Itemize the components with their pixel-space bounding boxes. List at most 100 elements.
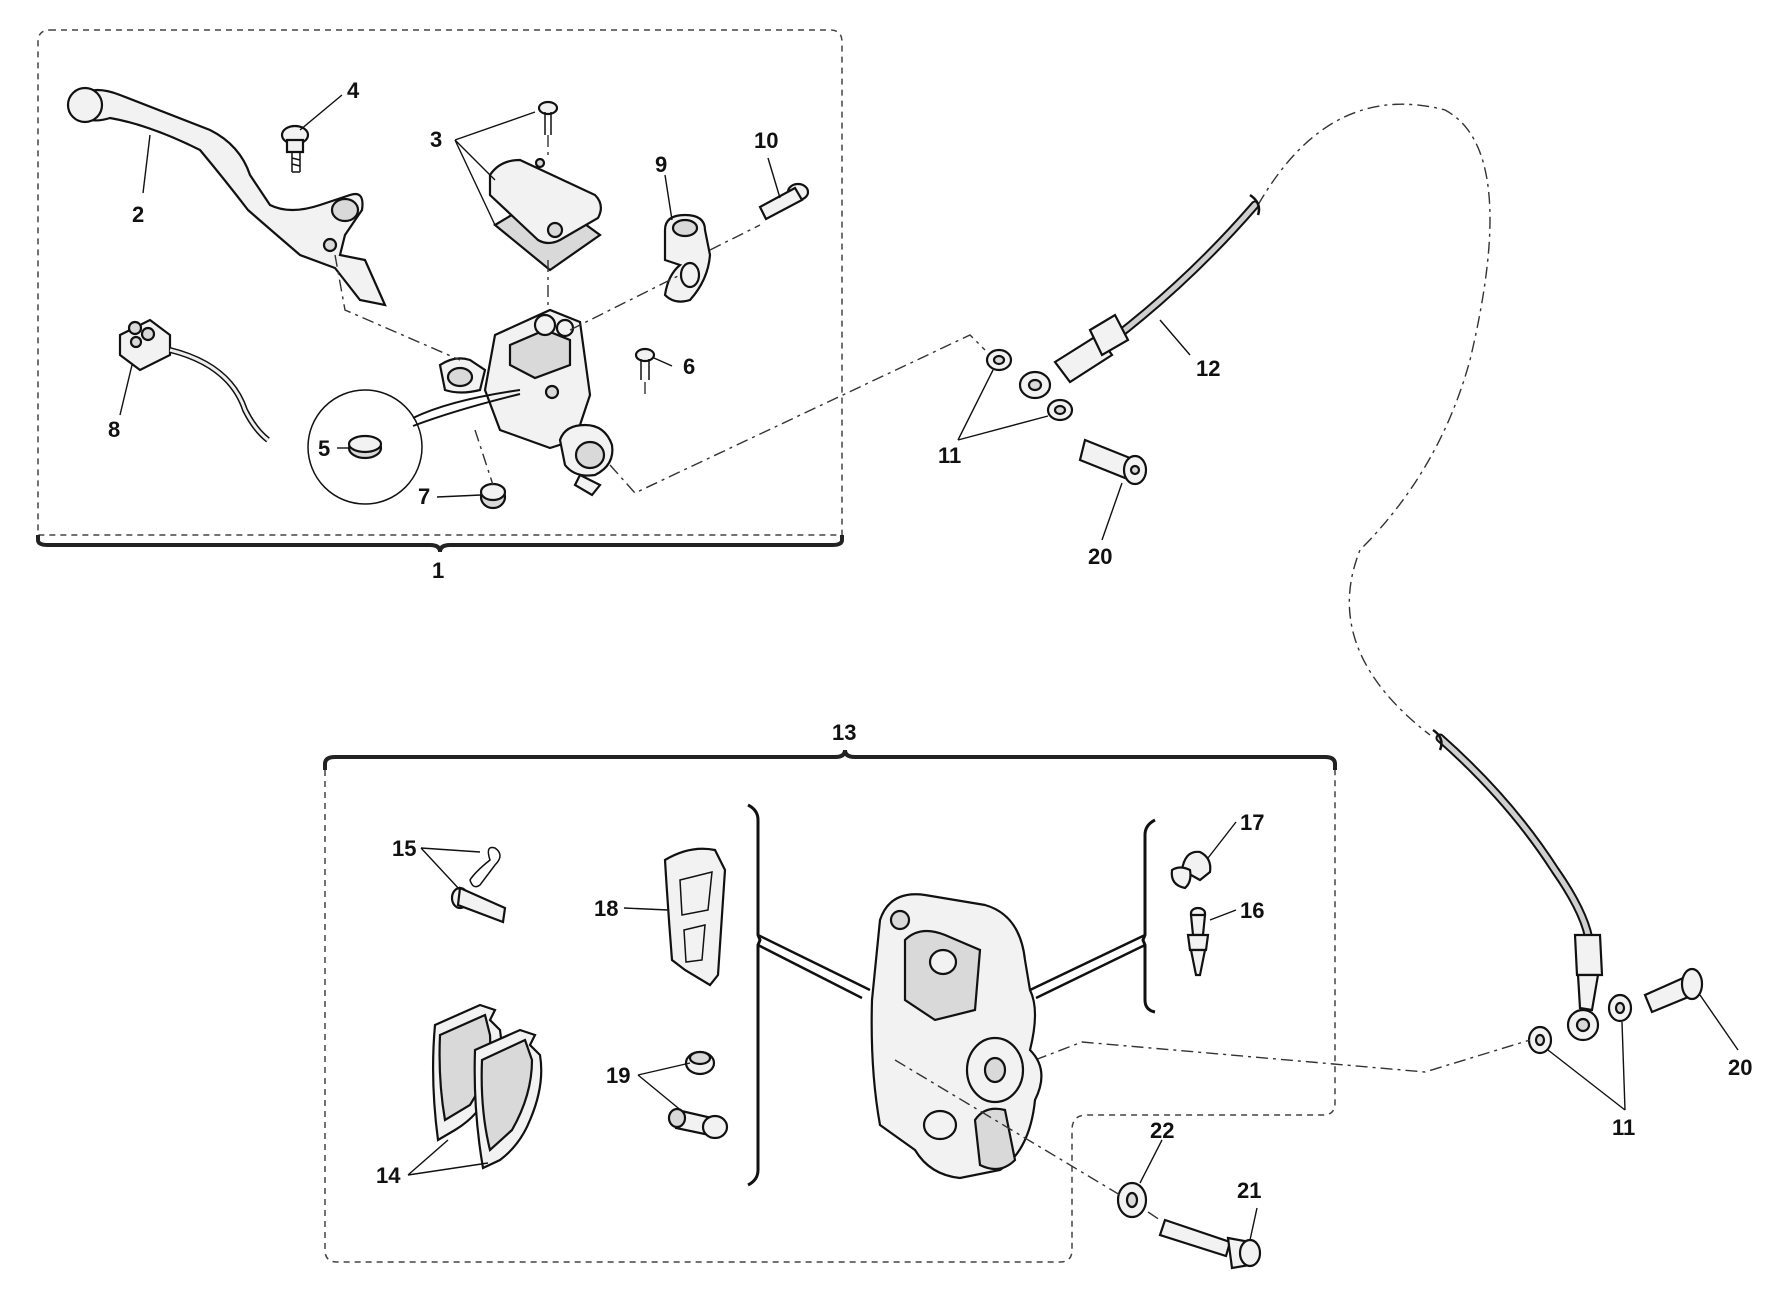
callout-17: 17: [1240, 810, 1264, 835]
leader-11-lower: [1547, 1021, 1626, 1111]
leader-19: [637, 1062, 691, 1113]
leader-7: [436, 494, 482, 498]
hose-break-upper: [1249, 193, 1261, 216]
callout-10: 10: [754, 128, 778, 153]
brake-switch: [118, 318, 270, 443]
callout-14: 14: [376, 1163, 401, 1188]
pads-bracket: [747, 803, 762, 1187]
assembly-line-clamp: [569, 224, 761, 331]
callout-6: 6: [683, 354, 695, 379]
leader-11-upper: [957, 369, 1049, 441]
brake-hose-upper: [1107, 200, 1260, 345]
brake-pad-rear: [431, 1003, 503, 1142]
brake-hose-upper-inner: [1109, 202, 1258, 343]
brake-caliper: [870, 893, 1043, 1180]
clamp-bolt: [758, 182, 810, 221]
leader-8: [119, 364, 133, 416]
washer-upper-a: [985, 348, 1013, 372]
callout-8: 8: [108, 417, 120, 442]
leader-18: [623, 907, 669, 911]
group-13-outline: [324, 770, 1336, 1263]
seal-ring: [347, 434, 383, 460]
callout-15: 15: [392, 836, 416, 861]
leader-12: [1159, 319, 1191, 356]
callout-19: 19: [606, 1063, 630, 1088]
callout-16: 16: [1240, 898, 1264, 923]
bleeder-arrow: [1029, 933, 1146, 1000]
callout-2: 2: [132, 202, 144, 227]
leader-20-upper: [1101, 482, 1123, 541]
brake-hose-lower-inner: [1437, 735, 1593, 1013]
callout-20a: 20: [1088, 544, 1112, 569]
leader-9: [664, 174, 673, 221]
callout-4: 4: [347, 78, 360, 103]
leader-17: [1207, 821, 1237, 859]
caliper-washer: [1116, 1181, 1148, 1219]
bleed-valve: [1186, 906, 1210, 977]
leader-16: [1209, 909, 1237, 921]
assembly-line-caliper-bolt: [894, 1059, 1161, 1221]
banjo-upper: [1018, 313, 1130, 400]
washer-lower-a: [1527, 1025, 1553, 1055]
hose-break-lower: [1432, 728, 1443, 751]
pad-spring: [663, 847, 727, 987]
group-13-bracket: [323, 749, 1337, 770]
assembly-line-hose-lower: [1034, 1039, 1531, 1073]
leader-10: [767, 157, 781, 199]
group-1-bracket: [36, 535, 844, 553]
reservoir-cap: [488, 157, 602, 272]
pivot-bolt: [280, 124, 310, 173]
caliper-bushing-b: [667, 1107, 729, 1140]
assembly-line-boot: [474, 429, 494, 486]
group-1-outline: [37, 29, 843, 536]
pad-pin: [450, 846, 507, 924]
callout-9: 9: [655, 152, 667, 177]
leader-4: [299, 94, 343, 131]
callout-18: 18: [594, 896, 618, 921]
switch-screw: [634, 347, 656, 380]
seal-detail-circle: [307, 389, 423, 505]
callout-21: 21: [1237, 1178, 1261, 1203]
callout-20b: 20: [1728, 1055, 1752, 1080]
hose-route-dashed: [1257, 103, 1491, 736]
cap-screw: [537, 100, 559, 135]
brake-pad-front: [473, 1028, 543, 1170]
washer-lower-b: [1607, 993, 1633, 1023]
seal-detail-arrow: [412, 389, 521, 427]
washer-upper-b: [1046, 398, 1074, 422]
banjo-bolt-lower: [1643, 967, 1704, 1014]
callout-3: 3: [430, 127, 442, 152]
leader-14: [407, 1139, 489, 1176]
callout-1: 1: [432, 558, 444, 583]
assembly-line-hose-upper: [609, 334, 986, 494]
leader-6: [653, 357, 673, 367]
callout-13: 13: [832, 720, 856, 745]
callout-5: 5: [318, 436, 330, 461]
leader-21: [1249, 1207, 1258, 1241]
lever-boot: [479, 482, 507, 510]
caliper-mounting-bolt: [1158, 1218, 1262, 1270]
assembly-line-lever: [334, 254, 461, 361]
master-cylinder-body: [438, 308, 614, 497]
leader-3: [454, 111, 536, 226]
banjo-lower: [1566, 933, 1604, 1042]
leader-2: [142, 134, 151, 194]
handlebar-clamp: [663, 213, 712, 303]
callout-22: 22: [1150, 1118, 1174, 1143]
callout-12: 12: [1196, 356, 1220, 381]
pads-arrow: [757, 933, 871, 1000]
bleeder-bracket: [1141, 818, 1156, 1014]
callout-11b: 11: [1612, 1115, 1635, 1140]
bleed-cap: [1170, 850, 1212, 890]
brake-lever: [66, 86, 387, 307]
callout-7: 7: [418, 484, 430, 509]
leader-20-lower: [1699, 994, 1739, 1051]
leader-22: [1139, 1139, 1163, 1184]
banjo-bolt-upper: [1078, 438, 1148, 486]
leader-15: [420, 847, 481, 891]
callout-11a: 11: [938, 443, 961, 468]
brake-hose-lower: [1435, 733, 1595, 1015]
caliper-bushing-a: [684, 1050, 716, 1076]
